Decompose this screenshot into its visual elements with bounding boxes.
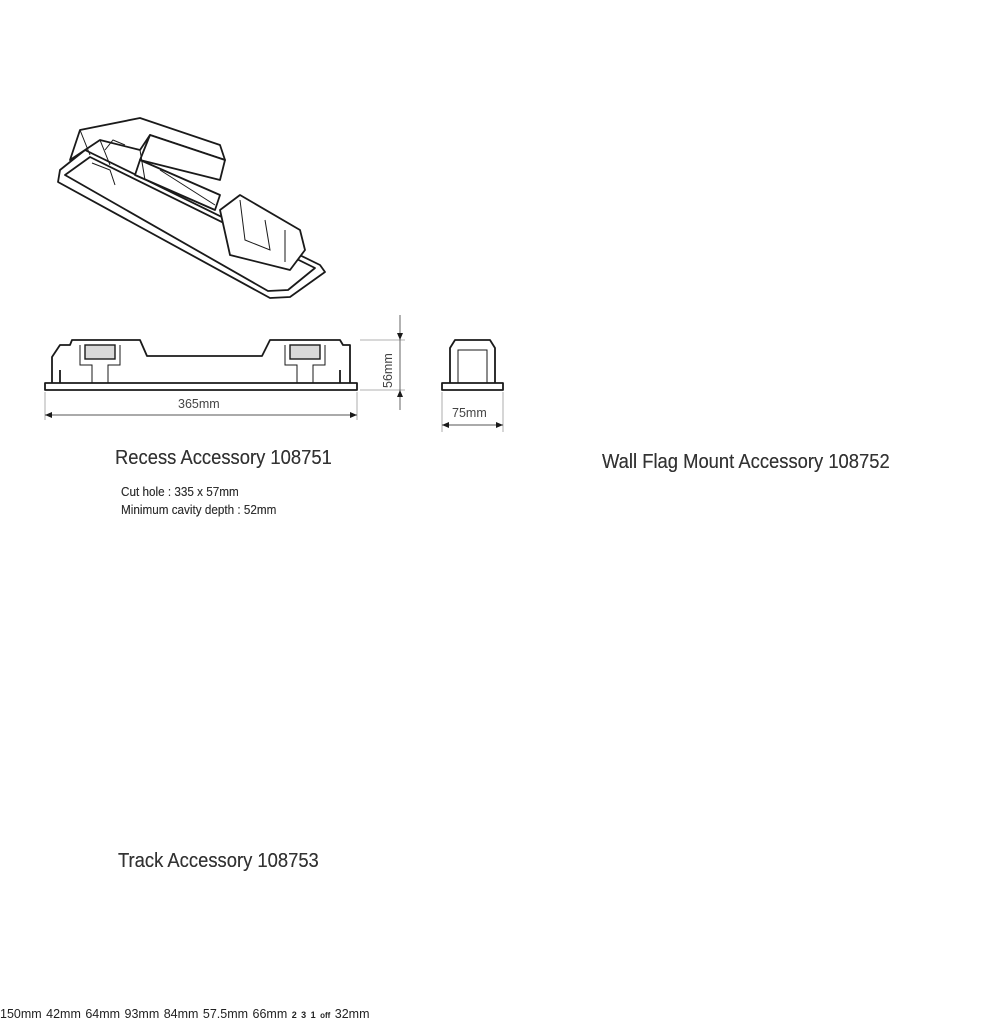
- recess-height-dimension: 56mm: [381, 353, 395, 388]
- recess-title: Recess Accessory 108751: [115, 447, 332, 469]
- track-overall-height-dimension: 66mm: [252, 1007, 288, 1021]
- recess-cavity-depth-note: Minimum cavity depth : 52mm: [121, 502, 277, 517]
- recess-length-dimension: 365mm: [178, 397, 220, 411]
- recess-title-text: Recess Accessory 108751: [115, 447, 332, 469]
- wall-flag-height-dimension: 64mm: [85, 1007, 121, 1021]
- wall-flag-width-dimension: 42mm: [46, 1007, 81, 1021]
- knob-label-2: 2: [291, 1010, 297, 1020]
- track-overall-length-dimension: 93mm: [124, 1007, 160, 1021]
- recess-end-view: [441, 339, 504, 432]
- recess-cavity-depth-note-text: Minimum cavity depth : 52mm: [121, 502, 277, 517]
- recess-width-dimension: 75mm: [452, 406, 487, 420]
- technical-drawing-sheet: 365mm 56mm 75mm Recess Accessory 108751 …: [0, 117, 890, 1021]
- track-inner-height-dimension: 57.5mm: [202, 1007, 249, 1021]
- wall-flag-title-text: Wall Flag Mount Accessory 108752: [602, 451, 890, 473]
- track-title: Track Accessory 108753: [118, 850, 319, 872]
- recess-isometric-view: [57, 117, 326, 299]
- knob-label-3: 3: [301, 1010, 307, 1020]
- track-width-dimension: 32mm: [334, 1007, 370, 1021]
- recess-cut-hole-note-text: Cut hole : 335 x 57mm: [121, 484, 239, 499]
- track-body-length-dimension: 84mm: [163, 1007, 199, 1021]
- track-title-text: Track Accessory 108753: [118, 850, 319, 872]
- recess-cut-hole-note: Cut hole : 335 x 57mm: [121, 484, 239, 499]
- wall-flag-length-dimension: 150mm: [0, 1007, 42, 1021]
- recess-side-view: [44, 315, 405, 420]
- knob-label-off: off: [320, 1011, 331, 1020]
- wall-flag-title: Wall Flag Mount Accessory 108752: [602, 451, 890, 473]
- knob-label-1: 1: [310, 1010, 316, 1020]
- drawing-canvas: 365mm 56mm 75mm: [44, 117, 504, 432]
